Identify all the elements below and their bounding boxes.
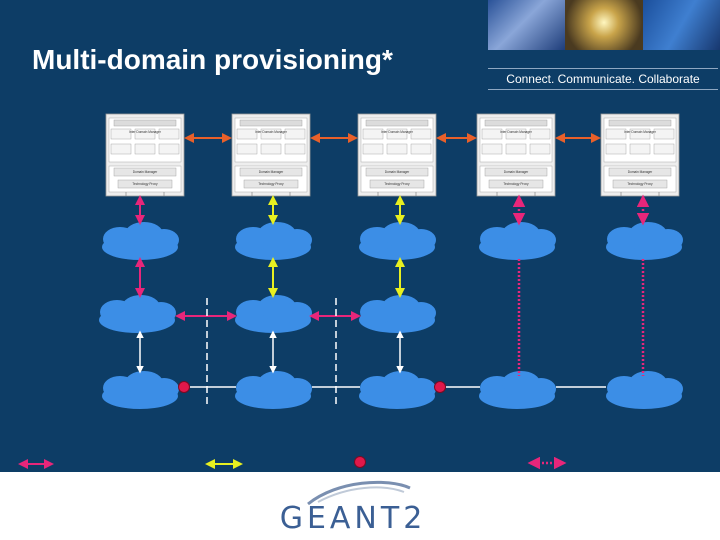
cloud-r1-c2: [235, 222, 312, 260]
manager-header-label: Inter Domain Manager: [129, 130, 162, 134]
logo-text: GEANT2: [279, 501, 427, 536]
cloud-r3-c1: [102, 371, 179, 409]
manager-box-3: Inter Domain Manager Domain Manager Tech…: [357, 113, 437, 197]
domain-manager-label: Domain Manager: [504, 170, 529, 174]
technology-proxy-label: Technology Proxy: [384, 182, 410, 186]
domain-manager-label: Domain Manager: [385, 170, 410, 174]
slide-title: Multi-domain provisioning*: [32, 44, 393, 75]
light-bulb-photo: [565, 0, 643, 50]
manager-box-5: Inter Domain Manager Domain Manager Tech…: [600, 113, 680, 197]
red-node-2: [434, 381, 446, 393]
domain-manager-label: Domain Manager: [628, 170, 653, 174]
eu-flag-photo: [488, 0, 566, 50]
cloud-r3-c4: [479, 371, 556, 409]
red-node-1: [178, 381, 190, 393]
cloud-r2-c2: [235, 295, 312, 333]
cloud-r1-c5: [606, 222, 683, 260]
manager-header-label: Inter Domain Manager: [255, 130, 288, 134]
cloud-r3-c3: [359, 371, 436, 409]
cloud-r3-c5: [606, 371, 683, 409]
tagline: Connect. Communicate. Collaborate: [488, 68, 718, 90]
domain-manager-label: Domain Manager: [133, 170, 158, 174]
legend: [18, 456, 567, 470]
technology-proxy-label: Technology Proxy: [132, 182, 158, 186]
cloud-r1-c4: [479, 222, 556, 260]
manager-header-label: Inter Domain Manager: [500, 130, 533, 134]
manager-box-1: Inter Domain Manager Domain Manager Tech…: [105, 113, 185, 197]
provisioning-diagram: Inter Domain Manager Domain Manager Tech…: [18, 113, 683, 470]
cloud-r2-c3: [359, 295, 436, 333]
cloud-r2-c1: [99, 295, 176, 333]
logo-swoosh-icon: [307, 480, 411, 506]
technology-proxy-label: Technology Proxy: [627, 182, 653, 186]
manager-box-2: Inter Domain Manager Domain Manager Tech…: [231, 113, 311, 197]
technology-proxy-label: Technology Proxy: [503, 182, 529, 186]
manager-header-label: Inter Domain Manager: [381, 130, 414, 134]
cloud-r3-c2: [235, 371, 312, 409]
domain-manager-label: Domain Manager: [259, 170, 284, 174]
cloud-r1-c1: [102, 222, 179, 260]
manager-box-4: Inter Domain Manager Domain Manager Tech…: [476, 113, 556, 197]
manager-header-label: Inter Domain Manager: [624, 130, 657, 134]
cloud-r1-c3: [359, 222, 436, 260]
legend-red-node: [354, 456, 366, 468]
header-photo-strip: [488, 0, 720, 50]
geant2-logo: GEANT2: [278, 478, 428, 538]
network-map-photo: [642, 0, 720, 50]
technology-proxy-label: Technology Proxy: [258, 182, 284, 186]
